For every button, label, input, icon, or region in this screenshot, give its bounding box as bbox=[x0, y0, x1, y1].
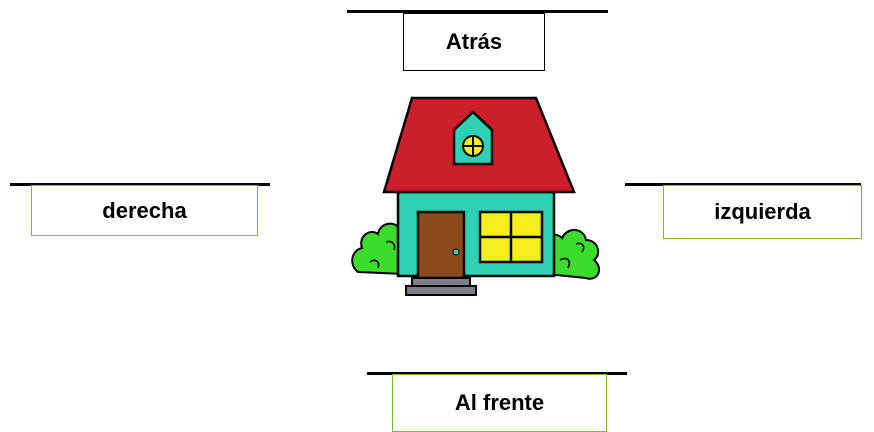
left-bush-detail bbox=[369, 240, 396, 269]
door-knob bbox=[452, 248, 460, 256]
right-bush-detail bbox=[559, 242, 585, 269]
label-box-al-frente: Al frente bbox=[392, 374, 607, 432]
house-illustration bbox=[346, 92, 608, 302]
left-line bbox=[10, 183, 270, 186]
house-step-top bbox=[411, 277, 471, 287]
window-frame bbox=[480, 212, 542, 262]
top-line bbox=[347, 10, 608, 13]
right-line bbox=[625, 183, 861, 186]
label-box-izquierda: izquierda bbox=[663, 185, 862, 239]
label-box-derecha: derecha bbox=[31, 185, 258, 236]
house-door bbox=[416, 210, 466, 280]
bottom-line bbox=[367, 372, 627, 375]
label-atras: Atrás bbox=[445, 29, 503, 54]
label-izquierda: izquierda bbox=[714, 199, 811, 224]
label-derecha: derecha bbox=[102, 197, 187, 223]
label-al-frente: Al frente bbox=[454, 390, 545, 415]
house-step-bottom bbox=[405, 285, 477, 296]
label-box-atras: Atrás bbox=[403, 13, 545, 71]
attic-window-frame bbox=[463, 136, 483, 156]
